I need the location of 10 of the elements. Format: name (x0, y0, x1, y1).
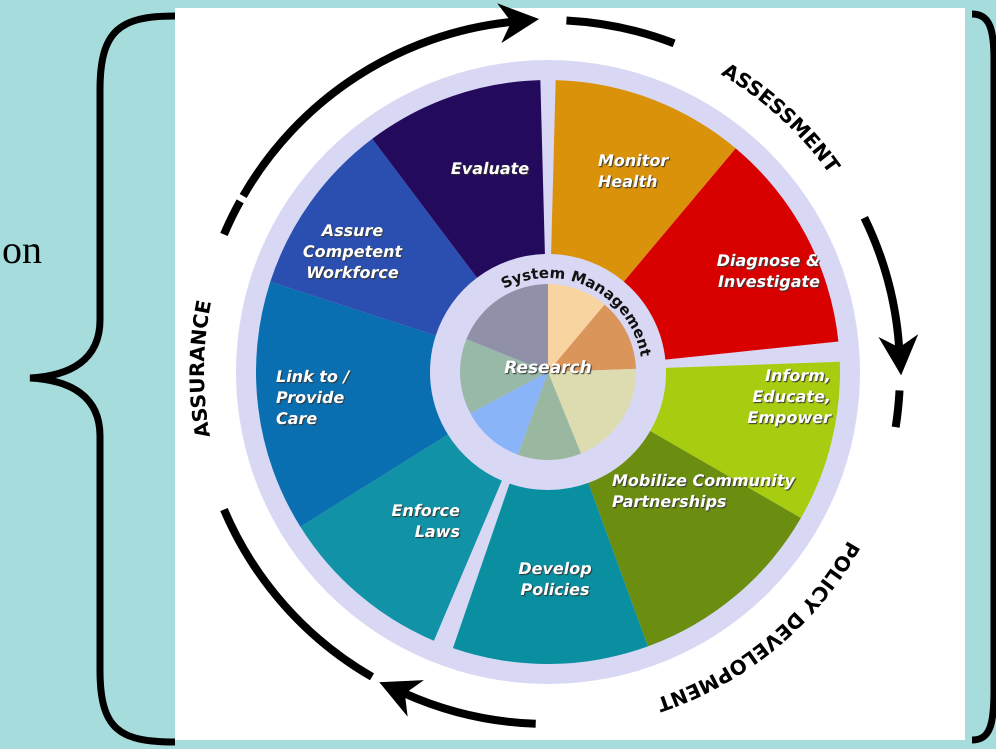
slide-text: on (2, 228, 42, 272)
segment-label: Assure Competent Workforce (302, 220, 404, 283)
segment-label: Evaluate (450, 158, 530, 179)
segment-label: Mobilize Community Partnerships (612, 470, 796, 512)
segment-label: Diagnose & Investigate (716, 250, 820, 292)
segment-label: Inform, Educate, Empower (746, 365, 831, 428)
segment-label: Develop Policies (517, 558, 593, 600)
segment-label: Link to / Provide Care (276, 366, 352, 429)
segment-label: Monitor Health (598, 150, 670, 192)
segment-label: Enforce Laws (390, 500, 460, 542)
